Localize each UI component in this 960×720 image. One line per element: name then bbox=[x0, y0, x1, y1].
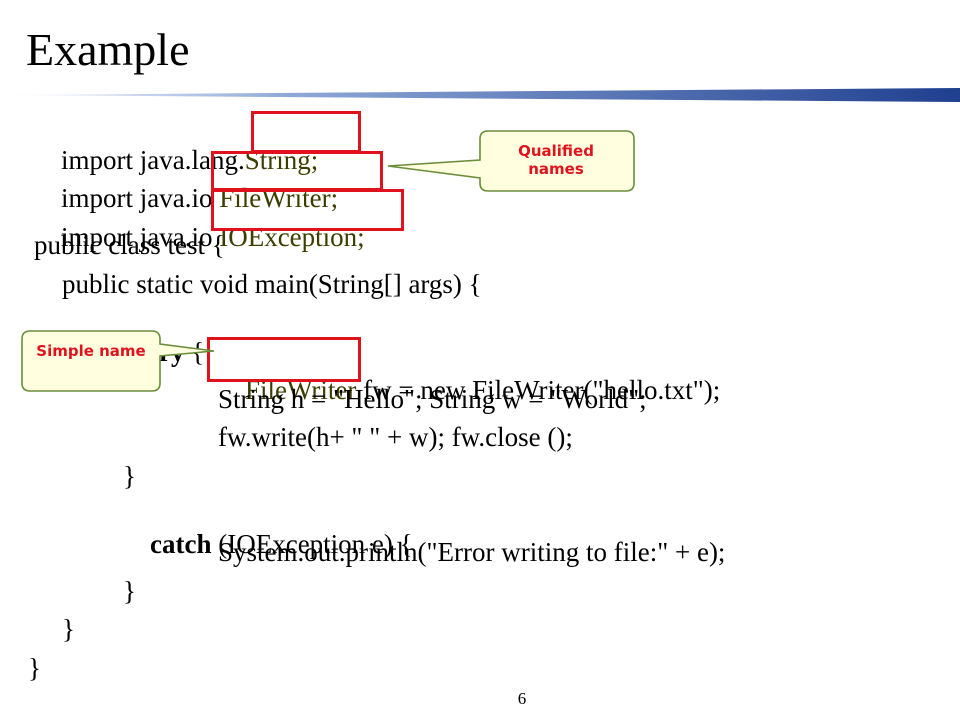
code-line-4: public class test { bbox=[34, 230, 225, 260]
highlighted-qualified-ioexception: IOException; bbox=[219, 222, 365, 252]
code-line-9: fw.write(h+ " " + w); fw.close (); bbox=[218, 422, 573, 452]
code-line-15: } bbox=[28, 653, 41, 683]
qualified-names-label: Qualified names bbox=[518, 142, 594, 178]
slide-title: Example bbox=[26, 24, 190, 75]
code-line-5: public static void main(String[] args) { bbox=[62, 269, 482, 299]
simple-name-label: Simple name bbox=[36, 342, 146, 360]
title-divider bbox=[0, 88, 960, 102]
page-number: 6 bbox=[517, 689, 527, 708]
code-line-14: } bbox=[62, 614, 75, 644]
code-line-11: catch (IOException e) { bbox=[150, 529, 413, 559]
highlight-box-string bbox=[251, 111, 361, 153]
highlight-box-filewriter bbox=[211, 151, 383, 191]
code-line-12: System.out.println("Error writing to fil… bbox=[218, 537, 726, 567]
code-line-13: } bbox=[123, 576, 136, 606]
code-line-8: String h = "Hello"; String w = "World"; bbox=[218, 384, 647, 414]
keyword-try: try bbox=[150, 337, 185, 367]
highlight-box-simple-filewriter bbox=[207, 337, 361, 382]
highlight-box-ioexception bbox=[211, 189, 404, 231]
keyword-catch: catch bbox=[150, 529, 212, 559]
code-line-3: import java.io IOException; bbox=[61, 222, 365, 252]
code-line-10: } bbox=[123, 461, 136, 491]
